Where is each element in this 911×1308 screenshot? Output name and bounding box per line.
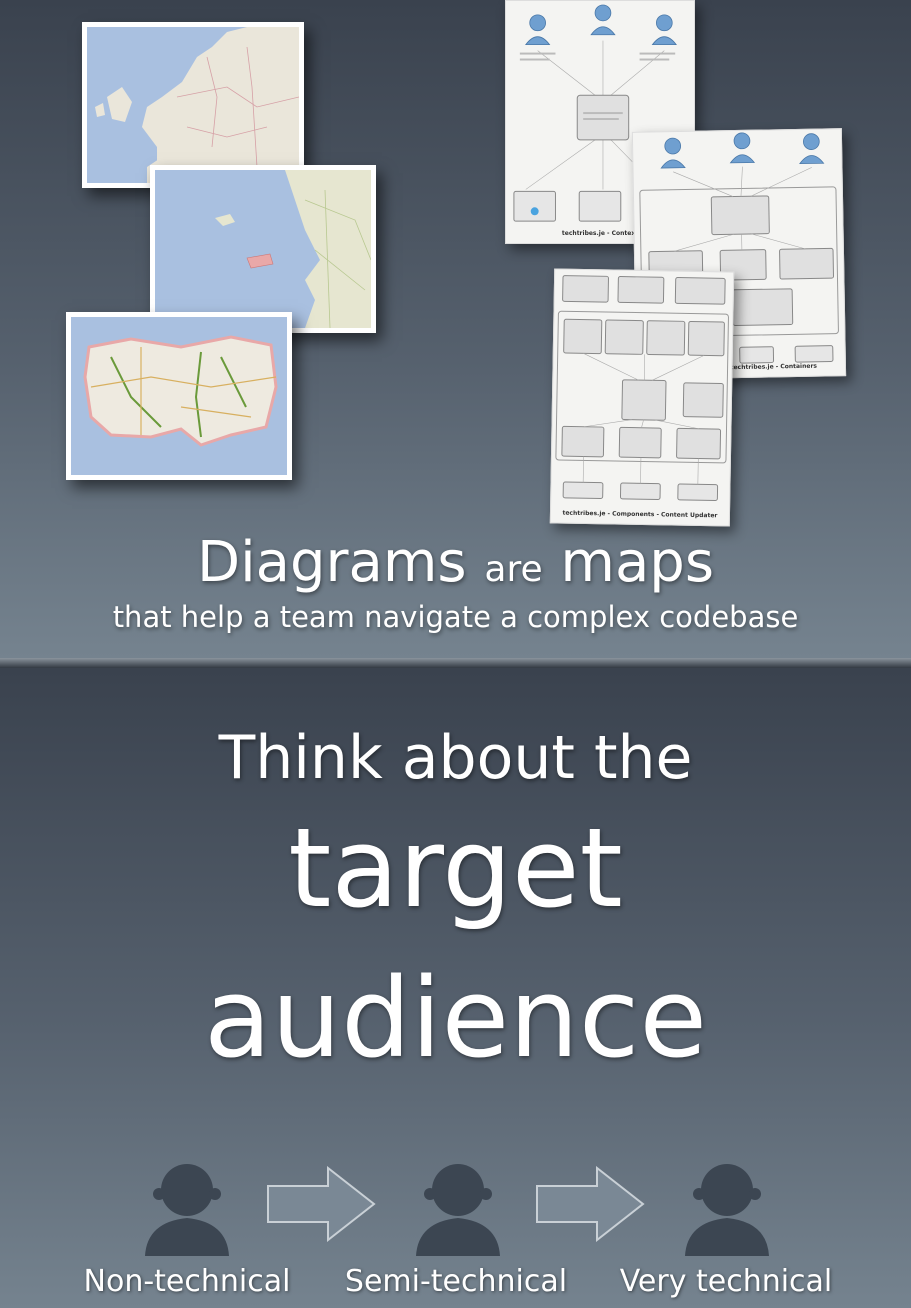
slide-target-audience: Think about the target audience Non-tech… [0,668,911,1308]
audience-label-very-technical: Very technical [619,1264,833,1299]
slide2-heading-line1: Think about the [218,723,693,793]
person-icon [416,1164,500,1256]
slide2-heading-audience: audience [203,954,708,1082]
title-word-diagrams: Diagrams [196,530,467,595]
slide-diagrams-are-maps: techtribes.je - Context techt [0,0,911,658]
jersey-map-photo [66,312,292,480]
slide2-heading-target: target [288,804,623,932]
title-word-are: are [484,549,543,590]
audience-label-semi-technical: Semi-technical [344,1264,568,1299]
components-diagram-sheet: techtribes.je - Components - Content Upd… [549,268,735,527]
arrow-right-icon [267,1166,376,1242]
audience-label-non-technical: Non-technical [83,1264,291,1299]
europe-map-photo [82,22,304,188]
containers-diagram-sheet: techtribes.je - Containers [631,128,847,380]
arrow-right-icon [536,1166,645,1242]
context-sheet-caption: techtribes.je - Context [561,230,639,237]
slide-separator [0,658,911,668]
title-word-maps: maps [560,530,715,595]
channel-islands-map-photo [150,165,376,333]
person-icon [145,1164,229,1256]
slide1-subtitle: that help a team navigate a complex code… [112,600,799,634]
slide1-title: Diagrams are maps [0,530,911,595]
person-icon [685,1164,769,1256]
